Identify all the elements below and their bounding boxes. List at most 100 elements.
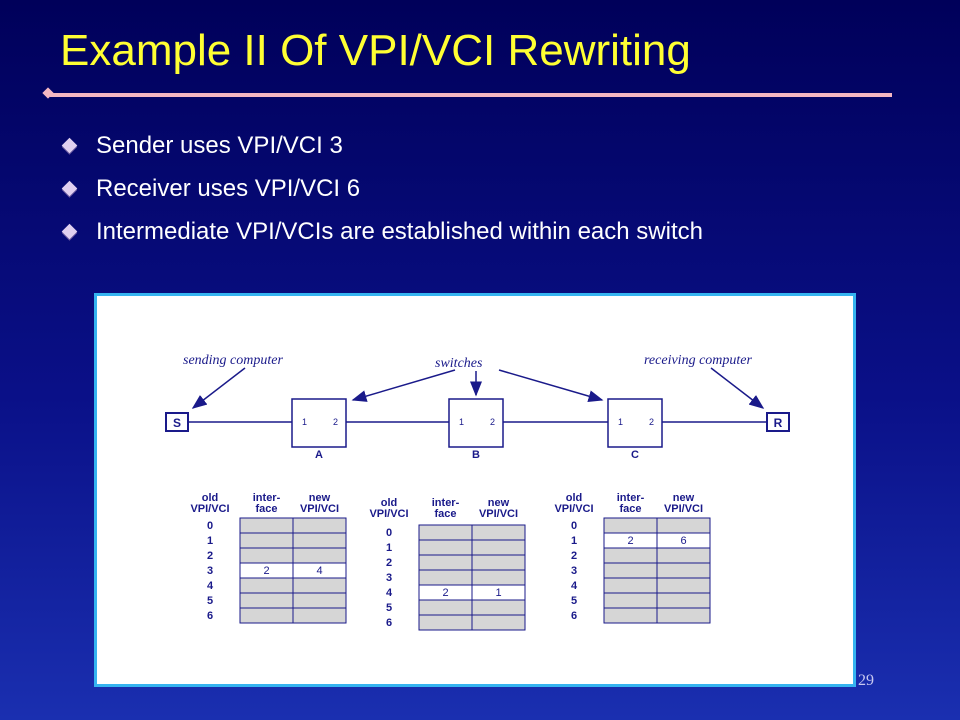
table-a-row-index: 5: [207, 595, 213, 607]
switch-c-label: C: [631, 449, 639, 461]
table-a-row-index: 2: [207, 550, 213, 562]
arrow-to-switch-a: [351, 369, 456, 402]
table-b-header-0-line2: VPI/VCI: [369, 508, 408, 520]
bullet-diamond-icon: [61, 137, 78, 154]
table-c-row-index: 1: [571, 535, 577, 547]
table-a-interface-cell: [239, 517, 294, 534]
table-a-header-2-line2: VPI/VCI: [300, 503, 339, 515]
page-number: 29: [858, 672, 874, 689]
arrow-to-receiver: [710, 367, 765, 409]
table-a-header-0-line1: old: [202, 492, 219, 504]
table-b-interface-cell: [418, 569, 473, 586]
table-c-header-0-line2: VPI/VCI: [554, 503, 593, 515]
table-a-interface-cell: [239, 532, 294, 549]
table-a-new-vpi-cell: [292, 532, 347, 549]
table-c-new-vpi-cell: [656, 607, 711, 624]
sender-box: [165, 412, 189, 432]
switch-a-port-1: 1: [302, 417, 307, 427]
table-a-header-2-line1: new: [309, 492, 331, 504]
table-c-row-index: 2: [571, 550, 577, 562]
table-c-interface-cell: [603, 562, 658, 579]
table-c-header-2-line2: VPI/VCI: [664, 503, 703, 515]
switch-b-port-1: 1: [459, 417, 464, 427]
table-c-row-index: 4: [571, 580, 578, 592]
table-c-row-index: 0: [571, 520, 577, 532]
switch-a-box: [291, 398, 347, 448]
sender-label: S: [173, 416, 181, 430]
table-c-interface-cell: [603, 517, 658, 534]
table-b-interface-value: 2: [442, 587, 448, 599]
bullet-item: Intermediate VPI/VCIs are established wi…: [61, 216, 862, 247]
table-b-header-1-line2: face: [434, 508, 456, 520]
table-b-new-vpi-value: 1: [495, 587, 501, 599]
table-b-row-index: 2: [386, 557, 392, 569]
table-a-header-1-line2: face: [255, 503, 277, 515]
table-a-header-0-line2: VPI/VCI: [190, 503, 229, 515]
bullet-item: Receiver uses VPI/VCI 6: [61, 173, 862, 204]
table-b-row-index: 0: [386, 527, 392, 539]
table-c-new-vpi-cell: [656, 517, 711, 534]
table-b-new-vpi-cell: [471, 539, 526, 556]
table-a-row-index: 4: [207, 580, 214, 592]
arrow-to-switch-c: [498, 369, 604, 402]
table-c-new-vpi-cell: [656, 562, 711, 579]
table-b-interface-cell: [418, 599, 473, 616]
table-a-interface-cell: [239, 592, 294, 609]
table-b-row-index: 3: [386, 572, 392, 584]
table-c-row-index: 3: [571, 565, 577, 577]
table-a-new-vpi-cell: [292, 547, 347, 564]
table-c-header-2-line1: new: [673, 492, 695, 504]
table-b-interface-cell: [418, 554, 473, 571]
diagram-canvas: S R 1 2 A 1 2 B 1 2 C sending computer s…: [165, 353, 790, 631]
table-b-header-0-line1: old: [381, 497, 398, 509]
switch-b-label: B: [472, 449, 480, 461]
table-b-interface-cell: [418, 539, 473, 556]
bullet-text: Receiver uses VPI/VCI 6: [96, 175, 361, 202]
table-c-new-vpi-value: 6: [680, 535, 686, 547]
bullet-text: Intermediate VPI/VCIs are established wi…: [96, 218, 703, 245]
switch-b-box: [448, 398, 504, 448]
bullet-diamond-icon: [61, 180, 78, 197]
arrow-to-sender: [191, 367, 246, 409]
table-c-new-vpi-cell: [656, 547, 711, 564]
table-c-new-vpi-cell: [656, 592, 711, 609]
table-a-new-vpi-cell: [292, 577, 347, 594]
table-a-header-1-line1: inter-: [253, 492, 281, 504]
bullet-text: Sender uses VPI/VCI 3: [96, 132, 343, 159]
table-c-interface-value: 2: [627, 535, 633, 547]
table-b-new-vpi-cell: [471, 524, 526, 541]
sending-computer-annotation: sending computer: [183, 353, 283, 368]
table-c-interface-cell: [603, 592, 658, 609]
table-b-header-2-line1: new: [488, 497, 510, 509]
table-b-new-vpi-cell: [471, 614, 526, 631]
table-c-header-1-line1: inter-: [617, 492, 645, 504]
switches-annotation: switches: [435, 356, 483, 371]
table-b-header-2-line2: VPI/VCI: [479, 508, 518, 520]
table-a-interface-value: 2: [263, 565, 269, 577]
table-a-new-vpi-cell: [292, 517, 347, 534]
table-c-interface-cell: [603, 577, 658, 594]
bullet-list: Sender uses VPI/VCI 3 Receiver uses VPI/…: [61, 130, 862, 259]
table-a-new-vpi-value: 4: [316, 565, 322, 577]
table-c-interface-cell: [603, 607, 658, 624]
switch-a-label: A: [315, 449, 323, 461]
table-b-new-vpi-cell: [471, 599, 526, 616]
title-divider: [50, 93, 892, 97]
table-a-row-index: 1: [207, 535, 213, 547]
receiver-label: R: [774, 416, 783, 430]
table-b-interface-cell: [418, 614, 473, 631]
switch-c-port-1: 1: [618, 417, 623, 427]
table-b-header-1-line1: inter-: [432, 497, 460, 509]
table-a-interface-cell: [239, 577, 294, 594]
table-c-row-index: 5: [571, 595, 577, 607]
table-c-header-0-line1: old: [566, 492, 583, 504]
table-c-row-index: 6: [571, 610, 577, 622]
table-a-row-index: 3: [207, 565, 213, 577]
table-c-header-1-line2: face: [619, 503, 641, 515]
bullet-item: Sender uses VPI/VCI 3: [61, 130, 862, 161]
vpi-vci-diagram: S R 1 2 A 1 2 B 1 2 C sending computer s…: [94, 293, 856, 687]
table-b-row-index: 4: [386, 587, 393, 599]
table-b-interface-cell: [418, 524, 473, 541]
table-b-new-vpi-cell: [471, 569, 526, 586]
